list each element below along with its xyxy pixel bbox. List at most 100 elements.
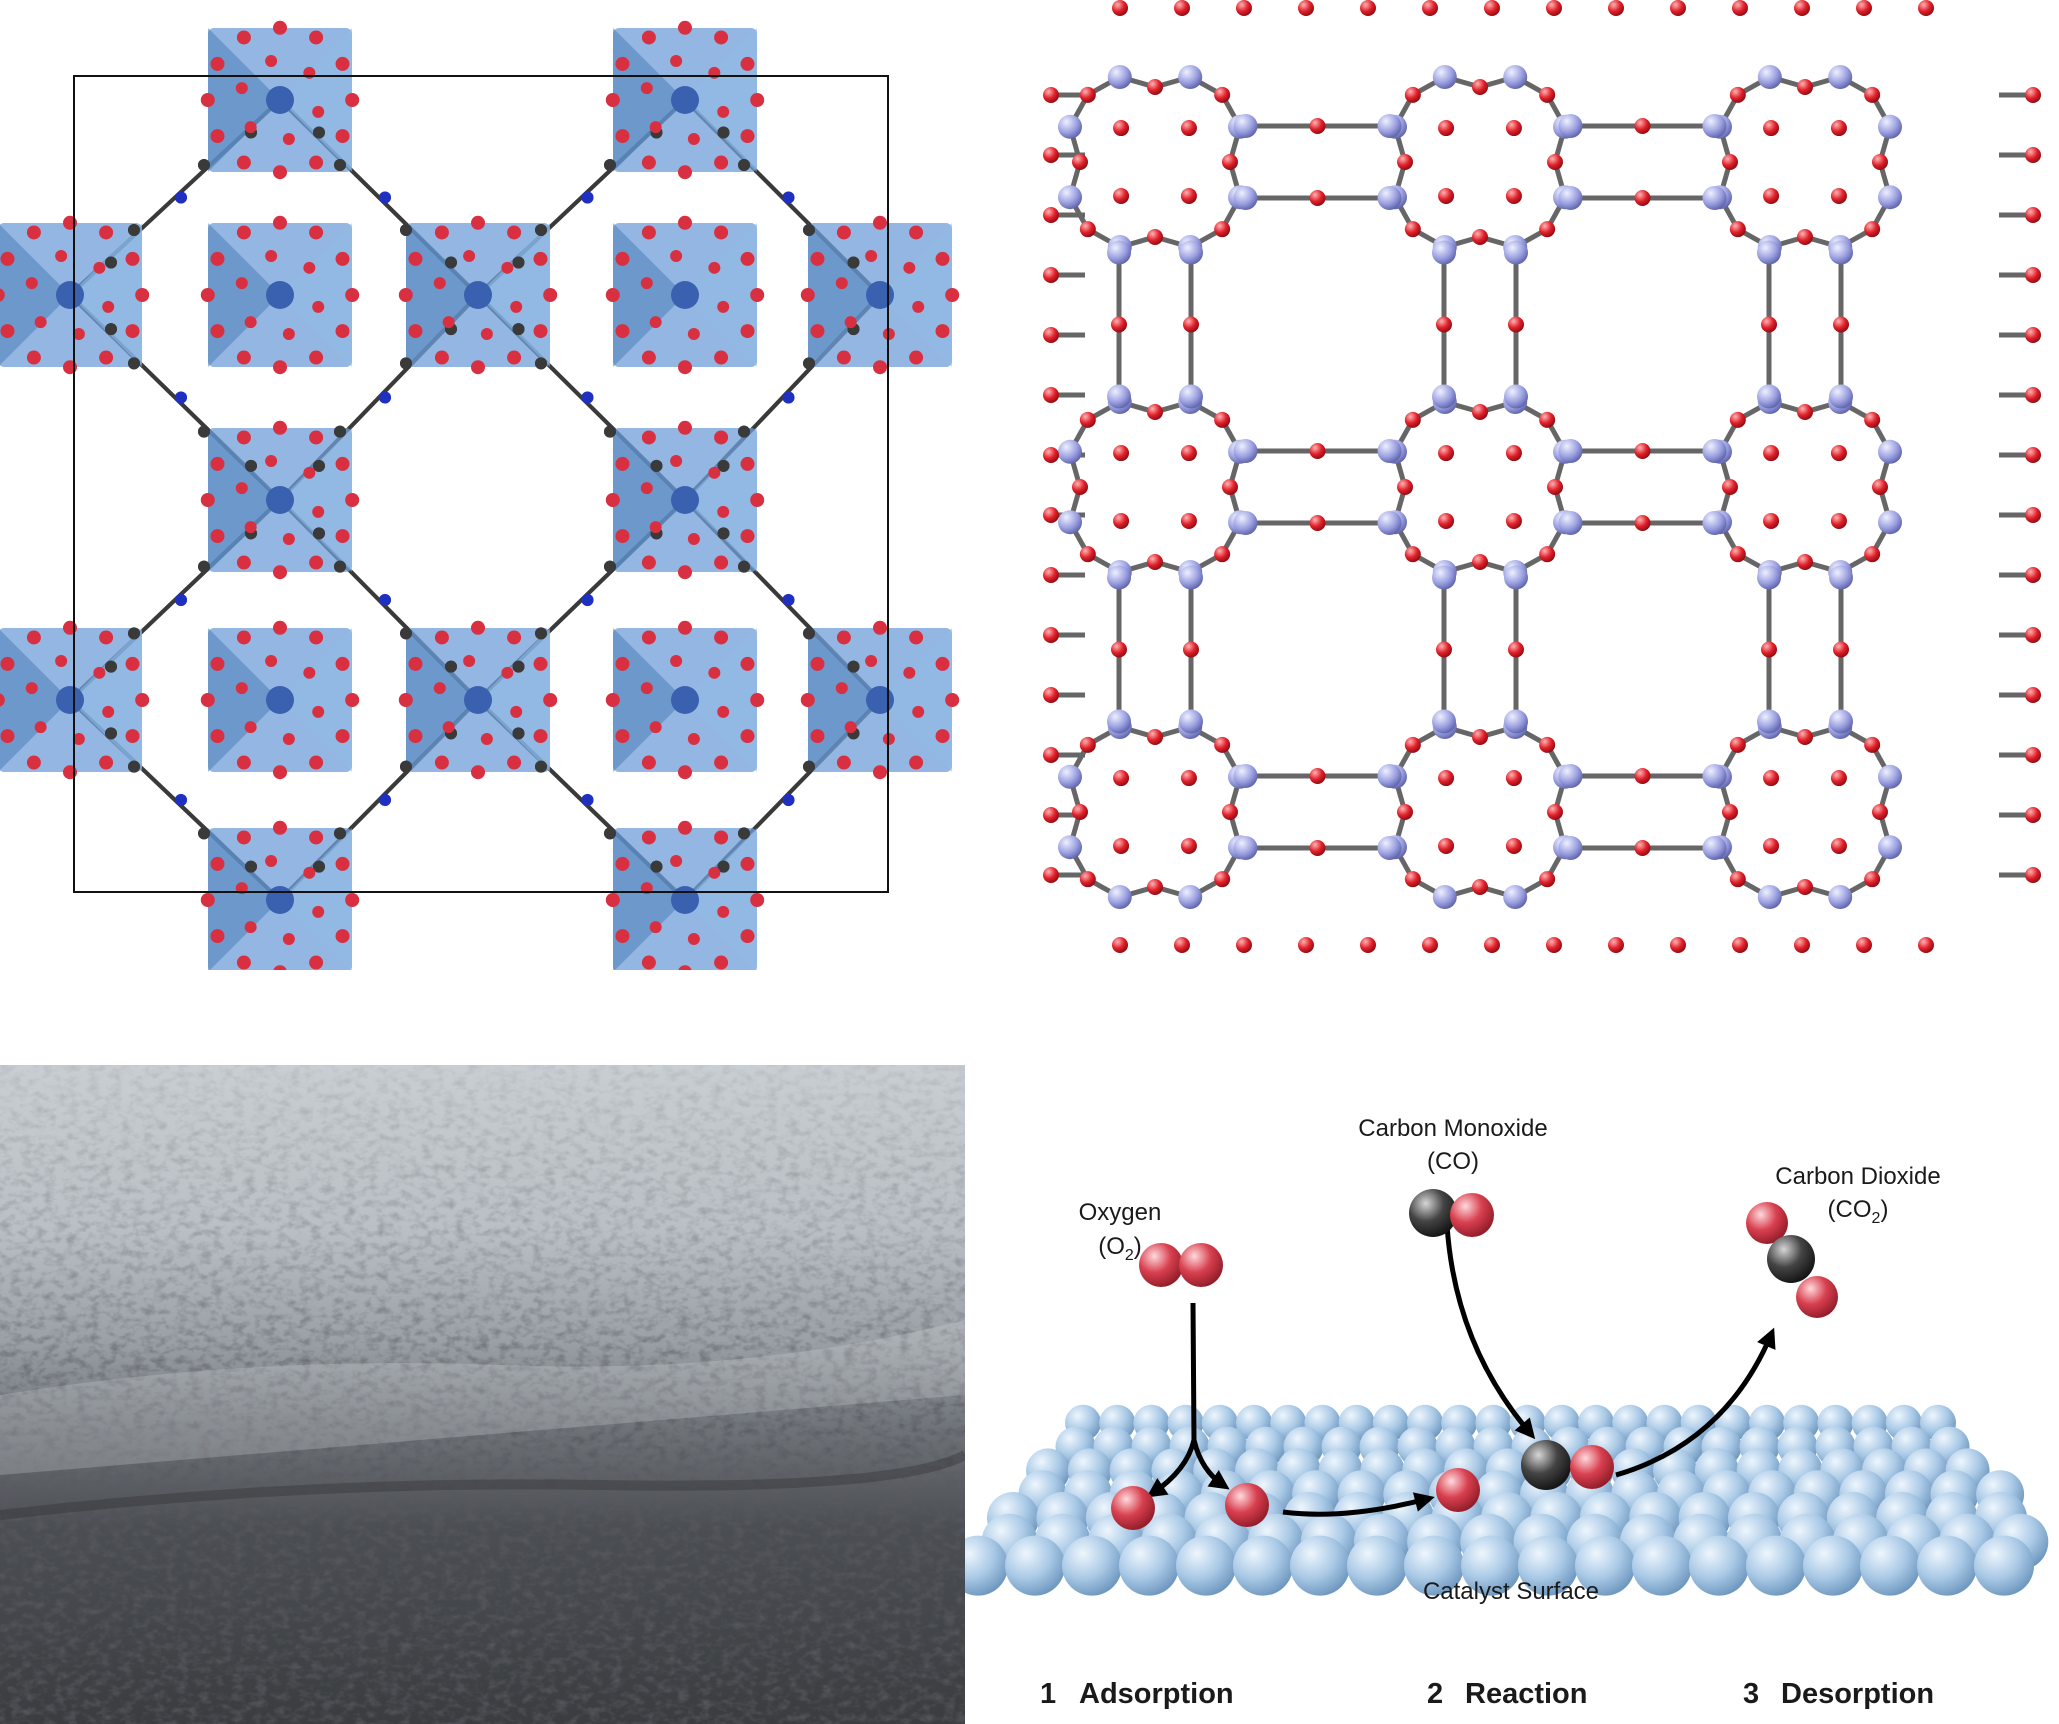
oxygen-atom (670, 249, 683, 262)
silicon-atom (1877, 510, 1902, 535)
oxygen-atom (265, 249, 278, 262)
oxygen-atom (210, 529, 225, 544)
oxygen-atom (708, 866, 721, 879)
oxygen-atom (641, 955, 656, 970)
carbon-atom (803, 357, 815, 370)
oxygen-atom (1546, 0, 1562, 16)
labels: Oxygen (O2) Carbon Monoxide (CO) Carbon … (1040, 1115, 1941, 1710)
oxygen-atom (1214, 86, 1231, 103)
oxygen-atom (708, 466, 721, 479)
oxygen-atom (1113, 445, 1130, 462)
silicon-atom (1828, 65, 1853, 90)
oxygen-atom (72, 328, 85, 341)
oxygen-atom (34, 721, 47, 734)
carbon-atom (105, 727, 117, 740)
oxygen-atom (434, 630, 449, 645)
oxygen-atom (714, 830, 729, 845)
oxygen-atom (507, 755, 522, 770)
carbon-atom (313, 860, 325, 873)
carbon-atom (535, 627, 547, 640)
polyhedron-face (70, 223, 142, 367)
oxygen-atom (273, 165, 287, 180)
oxygen-atom (873, 360, 887, 375)
carbon-atom (803, 627, 815, 640)
oxygen-atom (1472, 404, 1488, 421)
oxygen-atom (125, 251, 140, 266)
oxygen-atom (1539, 86, 1556, 103)
oxygen-atom (1761, 641, 1777, 658)
silicon-atom (1503, 65, 1528, 90)
oxygen-atom (1043, 147, 1059, 163)
oxygen-atom (1508, 316, 1524, 333)
surface-atom (1689, 1535, 1749, 1596)
oxygen-atom (1043, 867, 1059, 883)
oxygen-atom (533, 251, 548, 266)
oxygen-atom (510, 705, 523, 718)
oxygen-atom (1864, 546, 1881, 563)
oxygen-atom (303, 866, 316, 879)
polyhedron-face (808, 628, 880, 772)
oxygen-atom (309, 755, 324, 770)
carbon-atom (1767, 1235, 1815, 1283)
silicon-atom (1058, 114, 1083, 139)
oxygen-atom (740, 56, 755, 71)
oxygen-atom (1043, 267, 1059, 283)
surface-atom (1062, 1535, 1122, 1596)
oxygen-atom (1871, 154, 1888, 170)
nitrogen-atom (175, 794, 187, 806)
oxygen-atom (836, 755, 851, 770)
oxygen-atom (678, 360, 692, 375)
oxygen-atom (1670, 0, 1686, 16)
oxygen-atom (1539, 736, 1556, 753)
carbon-atom (847, 256, 860, 269)
oxygen-atom (1360, 937, 1376, 953)
oxygen-atom (1729, 86, 1746, 103)
silicon-atom (1757, 709, 1781, 734)
oxygen-atom (1505, 512, 1522, 529)
oxygen-atom (1634, 443, 1651, 459)
metal-atom (266, 86, 294, 114)
oxygen-atom (1505, 187, 1522, 204)
oxygen-atom (282, 933, 295, 946)
oxygen-atom (1147, 553, 1163, 570)
oxygen-atom (1608, 0, 1624, 16)
oxygen-atom (0, 251, 15, 266)
crystal-structure-image (0, 20, 960, 970)
polyhedron-face (613, 628, 685, 772)
silicon-atom (1179, 709, 1203, 734)
silicon-atom (1558, 114, 1583, 138)
surface-atom (1632, 1535, 1692, 1596)
oxygen-atom (463, 654, 476, 667)
oxygen-atom (605, 493, 620, 507)
silicon-atom (1432, 565, 1456, 590)
carbon-atom (738, 425, 750, 438)
oxygen-atom (641, 830, 656, 845)
oxygen-atom (750, 493, 765, 507)
oxygen-atom (740, 856, 755, 871)
oxygen-atom (0, 693, 5, 707)
oxygen-atom (714, 225, 729, 240)
metal-atom (671, 281, 699, 309)
surface-atom (1860, 1535, 1920, 1596)
silicon-atom (1179, 565, 1203, 590)
zeolite-network-panel (1025, 0, 2059, 970)
oxygen-atom (670, 654, 683, 667)
oxygen-atom (99, 350, 114, 365)
silicon-atom (1058, 764, 1083, 789)
oxygen-atom (244, 921, 257, 934)
silicon-atom (1377, 836, 1402, 860)
oxygen-atom (1830, 445, 1847, 462)
oxygen-atom (1634, 768, 1651, 784)
oxygen-atom (945, 288, 960, 302)
oxygen-atom (1797, 729, 1813, 746)
carbon-atom (445, 256, 457, 269)
oxygen-atom (1472, 553, 1488, 570)
silicon-atom (1757, 384, 1781, 409)
carbon-atom (512, 323, 525, 336)
oxygen-atom (26, 350, 41, 365)
oxygen-atom (615, 456, 630, 471)
oxygen-atom (1438, 770, 1455, 787)
metal-atom (56, 686, 84, 714)
oxygen-atom (835, 277, 848, 290)
oxygen-atom (1722, 154, 1739, 170)
